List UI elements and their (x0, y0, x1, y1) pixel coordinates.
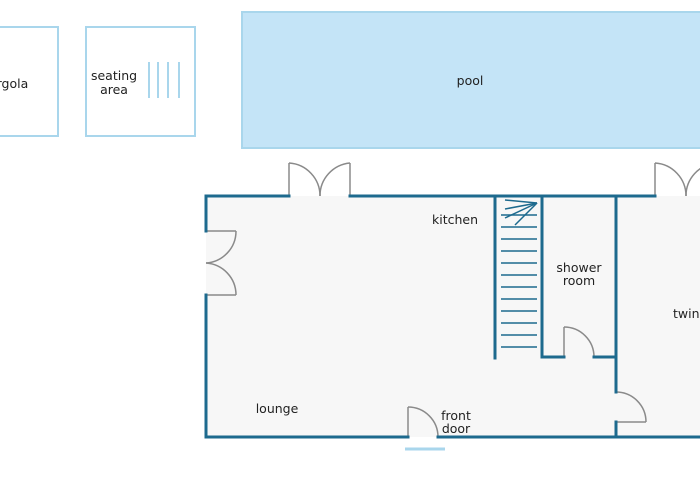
seating-label-line2: area (100, 82, 128, 97)
walls (204, 194, 700, 439)
shower-room-label-line2: room (563, 273, 595, 288)
pool-area (241, 11, 700, 149)
twin-label: twin (673, 306, 700, 321)
seating-area (85, 26, 196, 137)
seating-bench-icon (148, 62, 180, 98)
shower-room-label-line1: shower (556, 260, 602, 275)
lounge-label: lounge (256, 401, 299, 416)
patio-doors-twin (654, 162, 700, 197)
seating-label-line1: seating (91, 68, 137, 83)
pergola-area (0, 26, 59, 137)
twin-room-door (615, 391, 647, 423)
side-double-door (205, 230, 237, 296)
front-door-label-line2: door (442, 421, 471, 436)
house-floor (206, 196, 700, 437)
pergola-label: pergola (0, 76, 28, 91)
front-door (407, 406, 439, 438)
staircase (501, 199, 538, 348)
shower-room-door (563, 326, 595, 358)
pool-label: pool (457, 73, 484, 88)
patio-doors-top (288, 162, 351, 197)
front-door-label-line1: front (441, 408, 471, 423)
kitchen-label: kitchen (432, 212, 478, 227)
